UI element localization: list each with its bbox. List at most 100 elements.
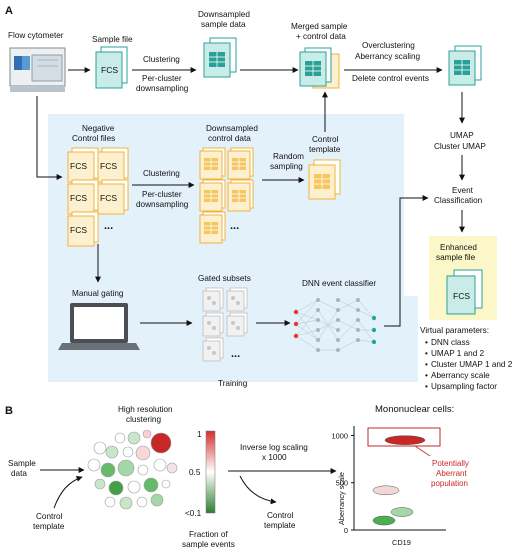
bullet: •: [425, 338, 428, 347]
control-template-icon: [308, 159, 341, 200]
virtual-param: DNN class: [431, 338, 470, 347]
aberrant-highlight-box: [367, 427, 441, 447]
aberrant-callout-line: [414, 445, 431, 457]
sample-file-icon: [95, 46, 128, 89]
fraction-label-1: Fraction of: [189, 530, 228, 539]
chart-y-label: Aberrancy scale: [337, 472, 346, 525]
clustering-label-top: Clustering: [143, 55, 180, 64]
virtual-params-title: Virtual parameters:: [420, 326, 489, 335]
y-tick-label: 1000: [332, 431, 348, 440]
laptop-icon: [58, 303, 140, 350]
color-scale-bar: [205, 430, 216, 514]
virtual-param: Cluster UMAP 1 and 2: [431, 360, 513, 369]
merged-label-2: + control data: [296, 32, 346, 41]
scaled-data-icon: [448, 45, 482, 86]
enhanced-label-2: sample file: [436, 253, 476, 262]
control-label: Control: [312, 135, 339, 144]
bullet: •: [425, 382, 428, 391]
clustering-label-control: Clustering: [143, 169, 180, 178]
neural-network-nodes: [293, 298, 377, 352]
arrow-template-to-clusters: [53, 475, 83, 509]
panel-a-label: A: [5, 5, 13, 17]
flow-cytometer-label: Flow cytometer: [8, 31, 64, 40]
aberrant-label-3: population: [431, 479, 468, 488]
b-control-label-2: template: [33, 522, 65, 531]
control-fcs-text: FCS: [70, 193, 87, 203]
b-control-out-1: Control: [267, 511, 294, 520]
inverse-label-2: x 1000: [262, 453, 287, 462]
fraction-label-2: sample events: [182, 540, 235, 549]
ds-control-ellipsis: ...: [230, 220, 239, 232]
ds-control-label-2: control data: [208, 134, 251, 143]
population-ellipse: [384, 435, 426, 445]
b-sample-label-1: Sample: [8, 459, 36, 468]
control-fcs-text: FCS: [70, 161, 87, 171]
y-tick-label: 500: [336, 479, 348, 488]
bullet: •: [425, 360, 428, 369]
negative-label: Negative: [82, 124, 115, 133]
classification-label: Classification: [434, 196, 483, 205]
downsampled-sample-label-1: Downsampled: [198, 10, 250, 19]
downsampling-label-top: downsampling: [136, 84, 189, 93]
scale-mid: 0.5: [189, 468, 201, 477]
umap-label: UMAP: [450, 131, 474, 140]
high-res-label-1: High resolution: [118, 405, 173, 414]
control-files-label: Control files: [72, 134, 115, 143]
control-fcs-text: FCS: [100, 161, 117, 171]
per-cluster-label-control: Per-cluster: [142, 190, 182, 199]
aberrancy-scaling-label: Aberrancy scaling: [355, 52, 421, 61]
downsampling-label-control: downsampling: [136, 200, 189, 209]
downsampled-sample-icon: [203, 37, 237, 78]
event-label: Event: [452, 186, 474, 195]
per-cluster-label-top: Per-cluster: [142, 74, 182, 83]
virtual-params-list: • DNN class • UMAP 1 and 2 • Cluster UMA…: [425, 338, 513, 391]
control-files-ellipsis: ...: [104, 220, 113, 232]
flow-cytometer-icon: [9, 47, 66, 92]
training-label: Training: [218, 379, 248, 388]
arrow-to-control-out: [239, 475, 277, 505]
chart-x-label: CD19: [392, 538, 411, 547]
cluster-bubbles: [87, 429, 178, 510]
neural-network-icon: [295, 299, 375, 351]
high-res-label-2: clustering: [126, 415, 161, 424]
arrow-dnn-to-classification: [384, 195, 429, 327]
inverse-label-1: Inverse log scaling: [240, 443, 308, 452]
sample-fcs-text: FCS: [101, 65, 118, 75]
control-fcs-text: FCS: [70, 225, 87, 235]
enhanced-fcs-text: FCS: [453, 291, 470, 301]
virtual-param: Upsampling factor: [431, 382, 497, 391]
dnn-label: DNN event classifier: [302, 279, 376, 288]
manual-gating-label: Manual gating: [72, 289, 124, 298]
b-sample-label-2: data: [11, 469, 27, 478]
random-label: Random: [273, 152, 304, 161]
scale-top: 1: [197, 430, 202, 439]
template-label: template: [309, 145, 341, 154]
panel-b-label: B: [5, 405, 13, 417]
enhanced-file-icon: [446, 269, 483, 315]
aberrant-label-1: Potentially: [432, 459, 469, 468]
control-fcs-text: FCS: [100, 193, 117, 203]
downsampled-sample-label-2: sample data: [201, 20, 246, 29]
chart-title: Mononuclear cells:: [375, 404, 454, 415]
population-ellipse: [372, 515, 396, 526]
enhanced-label-1: Enhanced: [440, 243, 477, 252]
delete-control-label: Delete control events: [352, 74, 429, 83]
ds-control-label-1: Downsampled: [206, 124, 258, 133]
scale-bot: <0.1: [185, 509, 202, 518]
population-ellipse: [390, 507, 414, 517]
sampling-label: sampling: [270, 162, 303, 171]
gated-ellipsis: ...: [231, 348, 240, 360]
aberrant-label-2: Aberrant: [436, 469, 467, 478]
population-ellipse: [372, 485, 400, 496]
virtual-param: Aberrancy scale: [431, 371, 490, 380]
merged-label-1: Merged sample: [291, 22, 348, 31]
bullet: •: [425, 371, 428, 380]
virtual-param: UMAP 1 and 2: [431, 349, 485, 358]
merged-data-icon: [299, 47, 340, 89]
y-tick-label: 0: [344, 526, 348, 535]
b-control-out-2: template: [264, 521, 296, 530]
bullet: •: [425, 349, 428, 358]
chart-populations: [372, 435, 426, 526]
